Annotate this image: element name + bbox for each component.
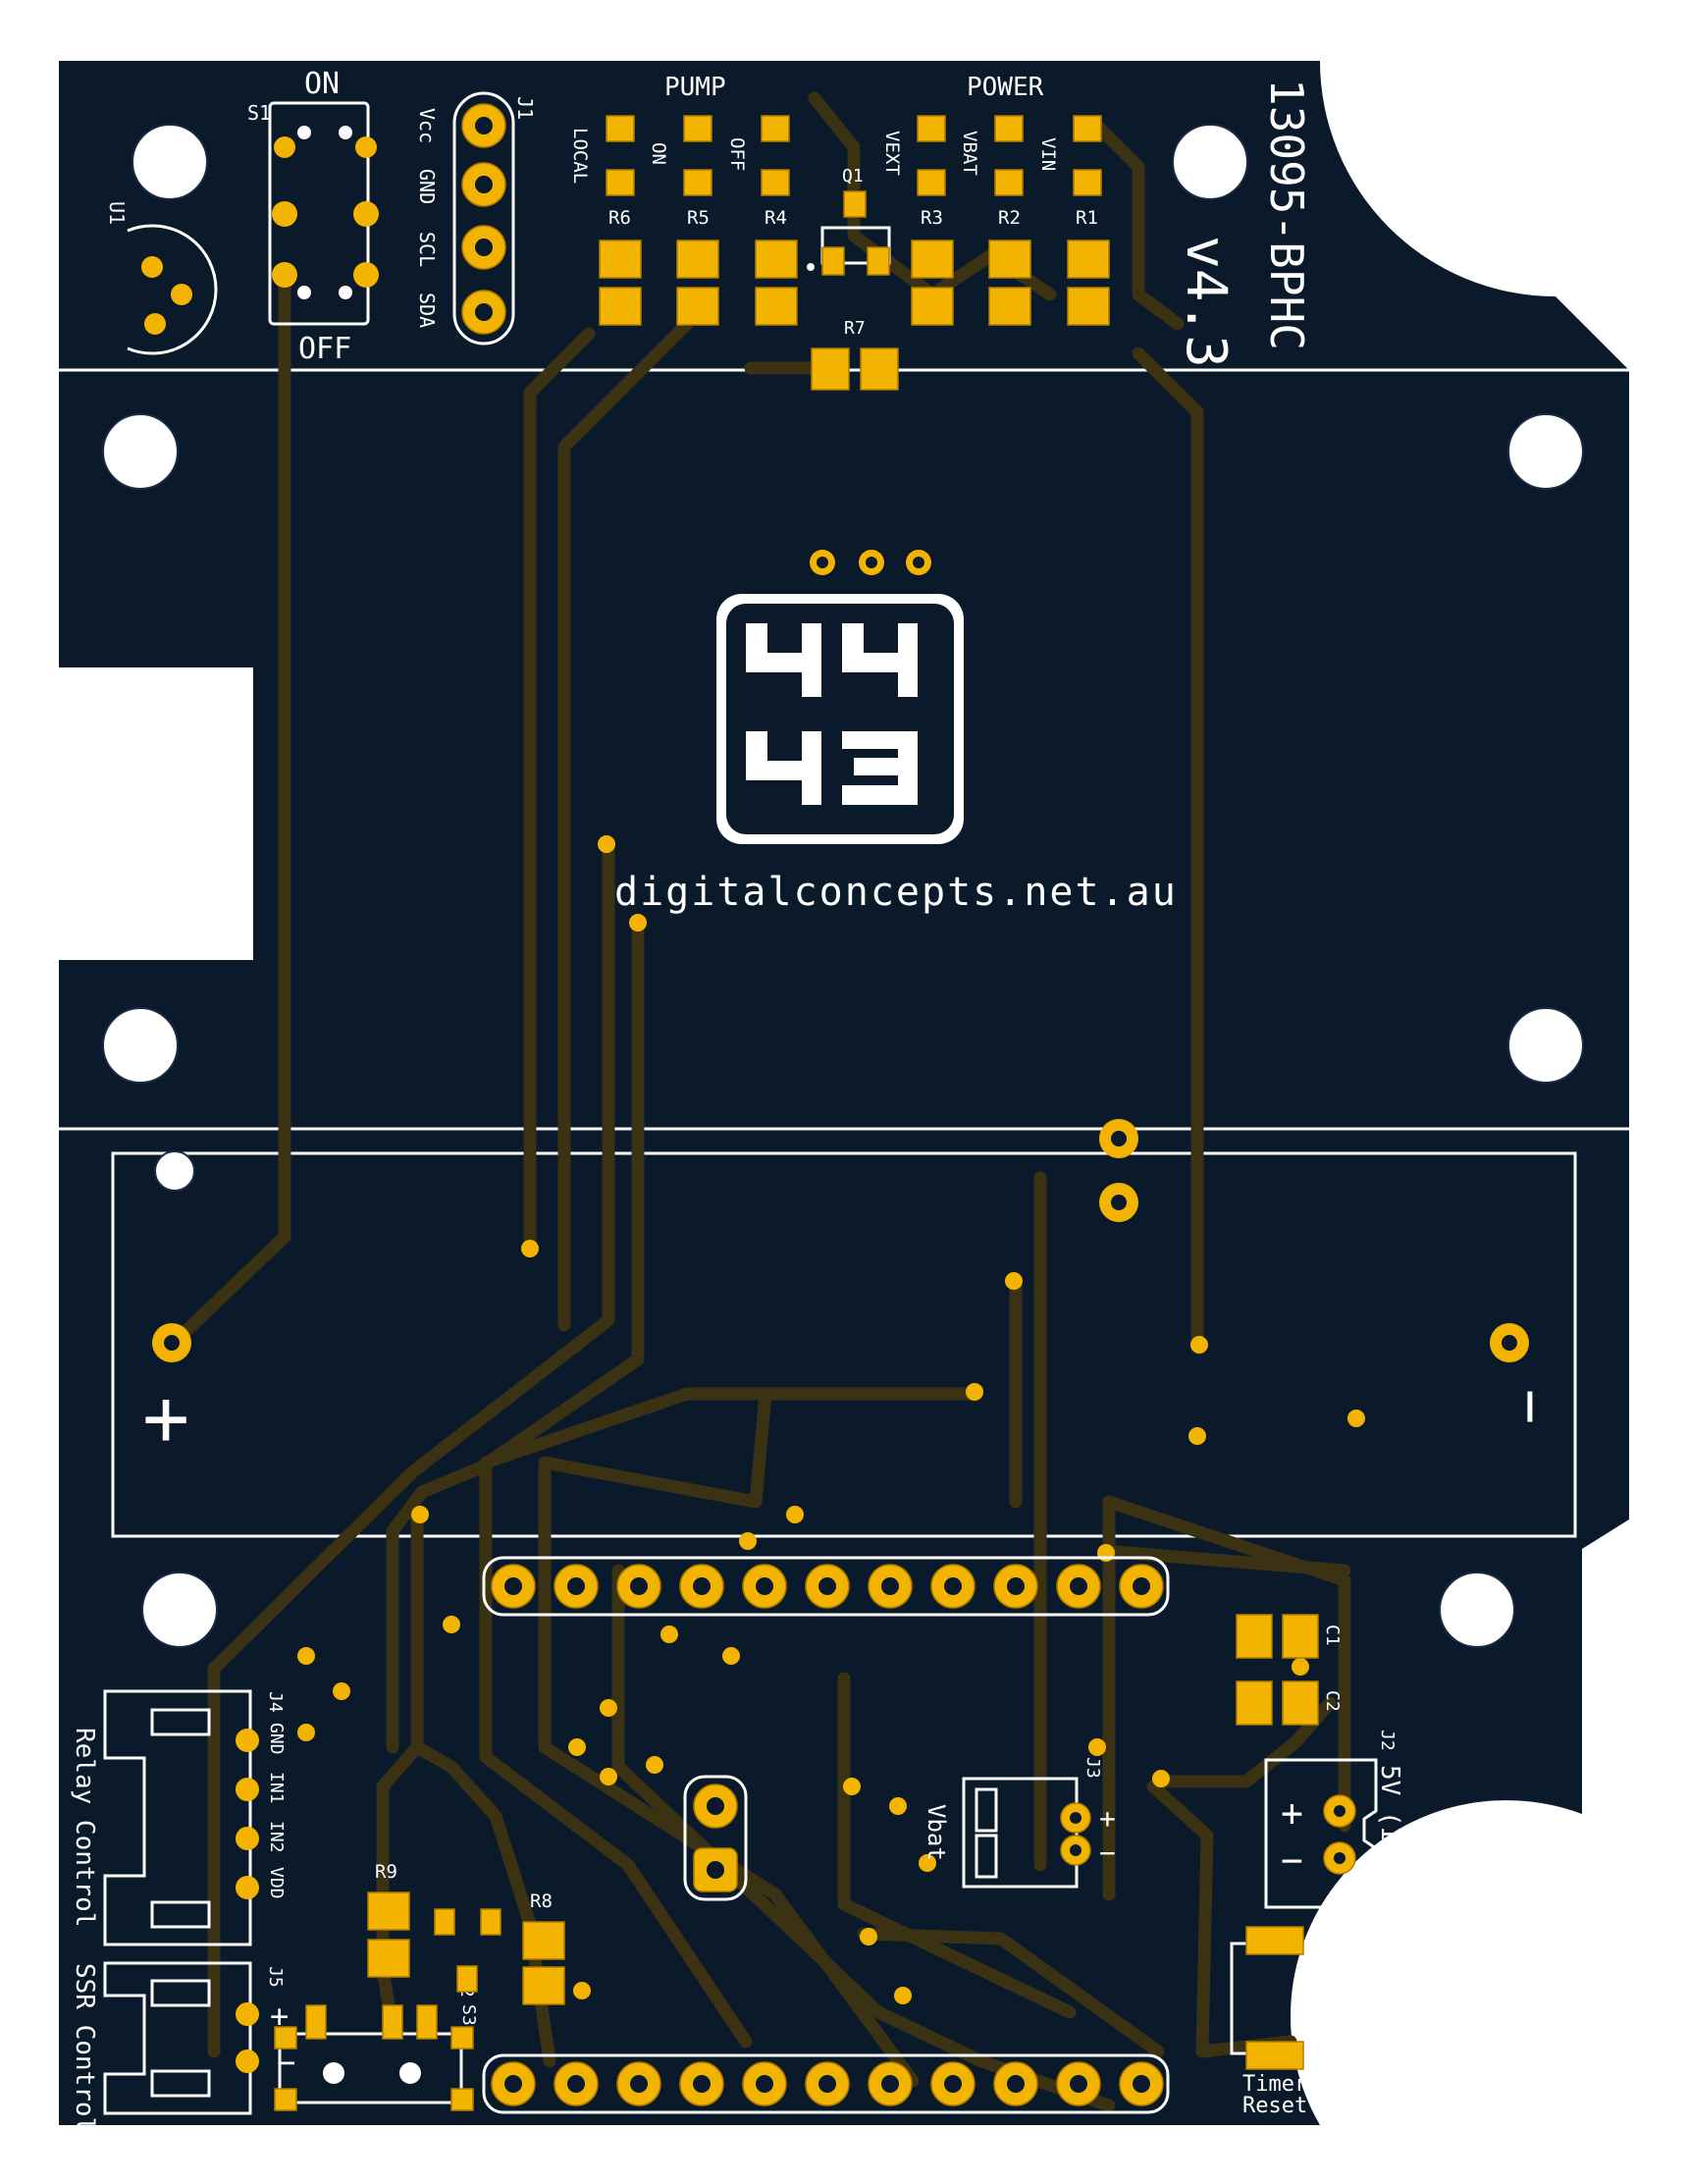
battery-holder-outline — [111, 1151, 1577, 1538]
connector-j3: J3 Vbat + − — [923, 1757, 1116, 1889]
power-label-vin: VIN — [1037, 137, 1059, 171]
header-j1: J1 Vcc GND SCL SDA — [415, 91, 537, 346]
connector-j5: SSR Control J5 + − — [70, 1961, 295, 2132]
pump-label-local: LOCAL — [569, 128, 591, 184]
j4-pin-1: GND — [266, 1723, 287, 1755]
power-heading: POWER — [967, 73, 1044, 102]
j5-ref: J5 — [265, 1966, 286, 1988]
j1-pin-2: GND — [415, 169, 439, 204]
battery-plus: + — [142, 1372, 189, 1464]
j2-ref: J2 — [1377, 1730, 1398, 1751]
board-substrate — [59, 61, 1629, 2125]
r4-ref: R4 — [765, 207, 787, 229]
j5-plus: + — [270, 1998, 289, 2035]
j3-ref: J3 — [1082, 1757, 1103, 1779]
j4-section-label: Relay Control — [70, 1728, 99, 1928]
resistor-r9: R9 — [367, 1861, 410, 1978]
j4-ref: J4 — [265, 1691, 286, 1713]
r7-ref: R7 — [844, 318, 866, 339]
s2-label-line1: Timer — [1242, 2072, 1307, 2097]
j1-pin-1: Vcc — [415, 108, 439, 143]
s3-ref: S3 — [458, 2004, 479, 2026]
battery-minus: − — [1497, 1389, 1565, 1424]
s2-ref: S2 — [1327, 1929, 1347, 1950]
j5-section-label: SSR Control — [70, 1963, 99, 2132]
transistor-q2: Q2 — [434, 1908, 501, 1998]
u1-ref: U1 — [105, 201, 129, 225]
s1-on-label: ON — [304, 67, 340, 101]
top-resistors: R6 R5 R4 R3 R2 R1 — [599, 207, 1110, 326]
board-url: digitalconcepts.net.au — [614, 870, 1178, 915]
vias — [297, 835, 1365, 2004]
logo-4443 — [716, 550, 964, 844]
header-upper — [482, 1556, 1170, 1617]
transistor-q1: Q1 — [807, 166, 891, 276]
mounting-holes — [102, 124, 1584, 1648]
r1-ref: R1 — [1076, 207, 1098, 229]
pump-label-off: OFF — [726, 137, 748, 171]
j2-minus: − — [1281, 1838, 1303, 1882]
power-label-vext: VEXT — [881, 131, 903, 176]
j1-pin-3: SCL — [415, 232, 439, 267]
j5-minus: − — [277, 2044, 295, 2081]
j1-ref: J1 — [513, 96, 537, 120]
battery-holder: + − — [142, 1119, 1565, 1464]
sensor-u1: U1 — [105, 201, 218, 355]
r6-ref: R6 — [608, 207, 631, 229]
j3-label: Vbat — [923, 1804, 950, 1861]
r5-ref: R5 — [687, 207, 710, 229]
r8-ref: R8 — [530, 1891, 553, 1912]
capacitors-c1-c2: C1 C2 — [1236, 1614, 1343, 1726]
switch-s3: S3 — [274, 2004, 479, 2111]
s1-ref: S1 — [247, 101, 271, 125]
r9-ref: R9 — [375, 1861, 397, 1883]
j3-plus: + — [1099, 1802, 1116, 1835]
s2-label-line2: Reset — [1242, 2094, 1307, 2118]
j2-plus: + — [1281, 1791, 1303, 1835]
resistor-r7: R7 — [811, 318, 899, 391]
power-label-vbat: VBAT — [959, 131, 980, 176]
q1-ref: Q1 — [842, 166, 864, 186]
j1-pin-4: SDA — [415, 293, 439, 328]
j2-label: 5V (Input) — [1375, 1765, 1404, 1919]
board-title: 13095-BPHC — [1260, 79, 1313, 350]
indicator-leds — [606, 115, 1102, 196]
switch-s2: S2 Timer Reset — [1230, 1926, 1347, 2118]
connector-j2: J2 5V (Input) + − — [1264, 1730, 1404, 1919]
c2-ref: C2 — [1322, 1690, 1343, 1712]
s1-off-label: OFF — [298, 332, 351, 366]
pump-heading: PUMP — [664, 73, 726, 102]
board-version: v4.3 — [1174, 236, 1238, 368]
pump-label-on: ON — [648, 142, 669, 165]
switch-s1: S1 ON OFF — [247, 67, 379, 366]
r3-ref: R3 — [921, 207, 943, 229]
r2-ref: R2 — [998, 207, 1021, 229]
connector-j4: Relay Control J4 GND IN1 IN2 VDD — [70, 1689, 287, 1946]
j4-pin-4: VDD — [266, 1867, 287, 1899]
j3-minus: − — [1099, 1837, 1116, 1869]
c1-ref: C1 — [1322, 1625, 1343, 1646]
j4-pin-3: IN2 — [266, 1821, 287, 1853]
j4-pin-2: IN1 — [266, 1772, 287, 1804]
resistor-r8: R8 — [522, 1891, 565, 2005]
header-lower — [482, 2053, 1170, 2114]
jumper-two-pin — [683, 1775, 748, 1901]
